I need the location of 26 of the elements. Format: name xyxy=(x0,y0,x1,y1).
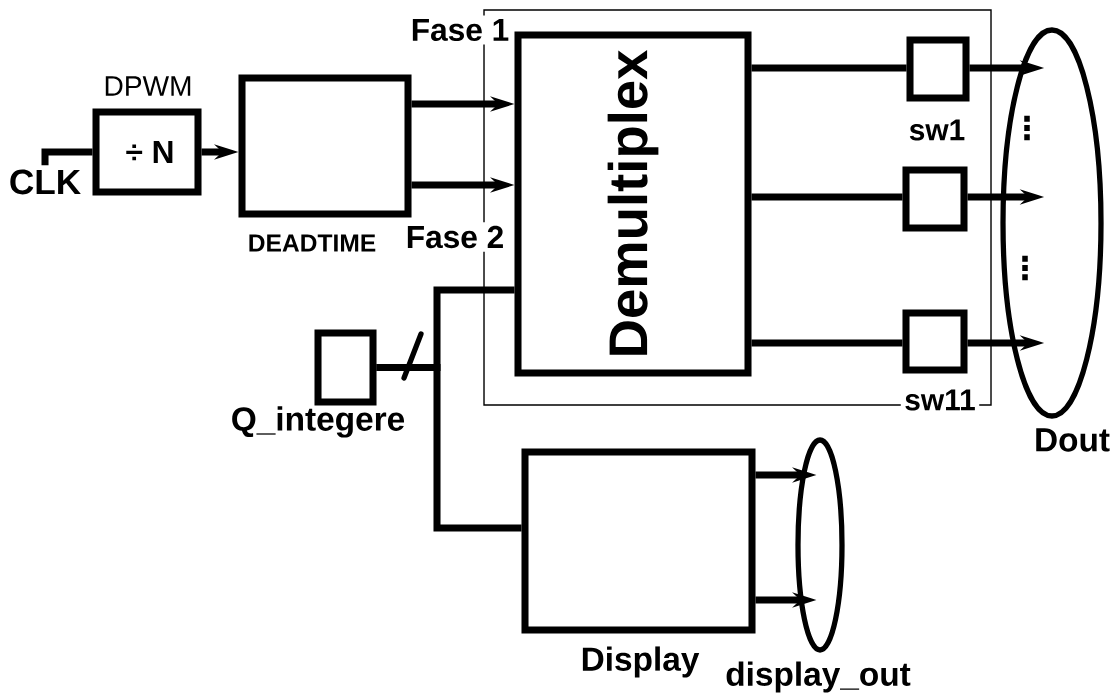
block-label: Dout xyxy=(1036,428,1110,452)
block-label: Display xyxy=(582,646,700,678)
output-ellipse xyxy=(1000,27,1104,419)
connector-line xyxy=(751,339,903,347)
ellipsis-mark: ⋮ xyxy=(1022,255,1028,281)
switch-box xyxy=(906,36,970,102)
ellipsis-mark: ⋮ xyxy=(1024,115,1030,141)
block-label: DPWM xyxy=(105,76,191,96)
block-label: display_out xyxy=(726,661,911,693)
block-label: sw1 xyxy=(909,119,965,141)
deadtime-box xyxy=(238,74,412,218)
switch-box xyxy=(902,309,968,374)
block-label: DEADTIME xyxy=(249,234,376,252)
signal-label: CLK xyxy=(10,169,81,195)
block-label: sw11 xyxy=(900,386,980,414)
demultiplexer-box xyxy=(514,31,752,377)
output-ellipse xyxy=(795,437,845,653)
input-box xyxy=(314,329,377,406)
edge-label: Fase 2 xyxy=(402,222,508,252)
switch-box xyxy=(902,166,968,232)
edge-label: Fase 1 xyxy=(407,15,513,45)
display-box xyxy=(521,448,756,634)
block-label: Demultiplex xyxy=(607,50,659,355)
divider-symbol: ÷ N xyxy=(126,141,173,163)
connector-line xyxy=(751,193,903,201)
block-label: Q_integere xyxy=(232,406,405,438)
